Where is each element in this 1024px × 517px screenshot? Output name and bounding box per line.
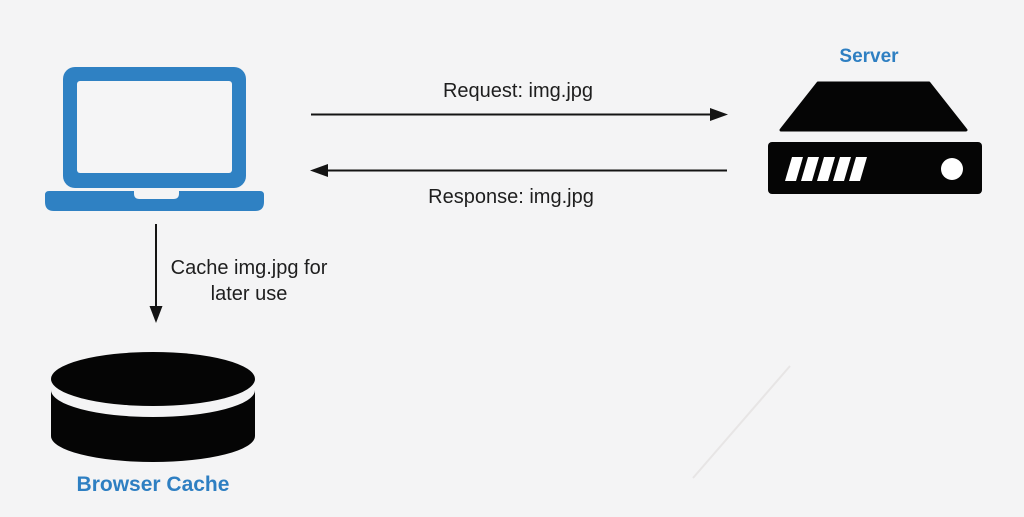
browser-cache-label: Browser Cache — [76, 473, 230, 496]
laptop-icon — [45, 67, 264, 211]
request-arrow — [311, 108, 728, 121]
database-icon — [51, 352, 255, 462]
server-icon — [768, 81, 982, 194]
request-arrow-label: Request: img.jpg — [442, 80, 594, 102]
watermark-line — [692, 365, 791, 479]
server-label: Server — [839, 46, 899, 67]
cache-arrow — [149, 224, 163, 323]
response-arrow — [310, 164, 727, 177]
cache-arrow-label: Cache img.jpg for later use — [170, 257, 328, 305]
response-arrow-label: Response: img.jpg — [428, 186, 594, 208]
